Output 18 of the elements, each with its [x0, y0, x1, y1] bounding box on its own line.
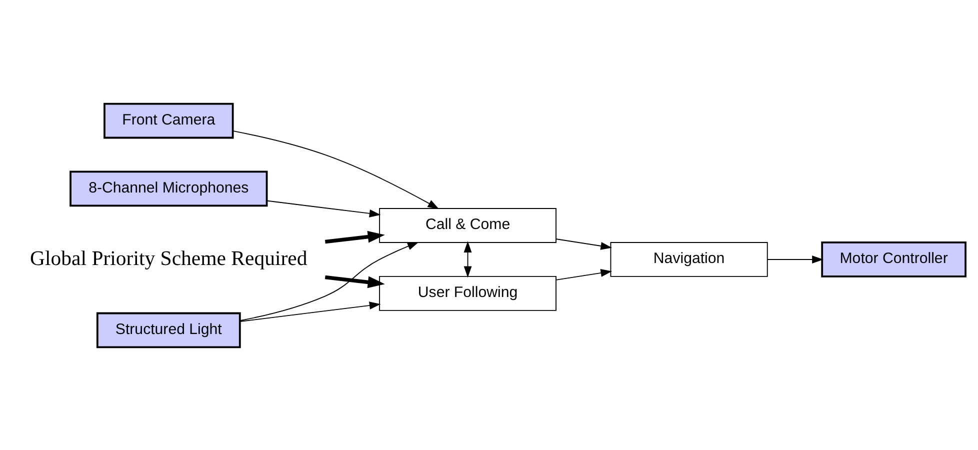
- arrow: [324, 274, 385, 288]
- arrow: [767, 255, 824, 263]
- node-box: Structured Light: [96, 312, 241, 348]
- node-box: Motor Controller: [821, 241, 966, 277]
- arrow: [556, 268, 612, 280]
- arrow: [556, 238, 612, 250]
- arrow: [232, 130, 440, 209]
- arrow: [240, 301, 381, 322]
- node-box: User Following: [379, 275, 556, 310]
- arrow: [240, 241, 419, 321]
- node-box: Navigation: [610, 242, 768, 276]
- arrow: [324, 230, 385, 244]
- node-text: Global Priority Scheme Required: [30, 247, 308, 270]
- node-box: Front Camera: [104, 102, 234, 138]
- node-box: 8-Channel Microphones: [70, 170, 268, 206]
- node-box: Call & Come: [379, 208, 556, 242]
- arrow: [266, 200, 381, 217]
- arrow: [464, 240, 472, 278]
